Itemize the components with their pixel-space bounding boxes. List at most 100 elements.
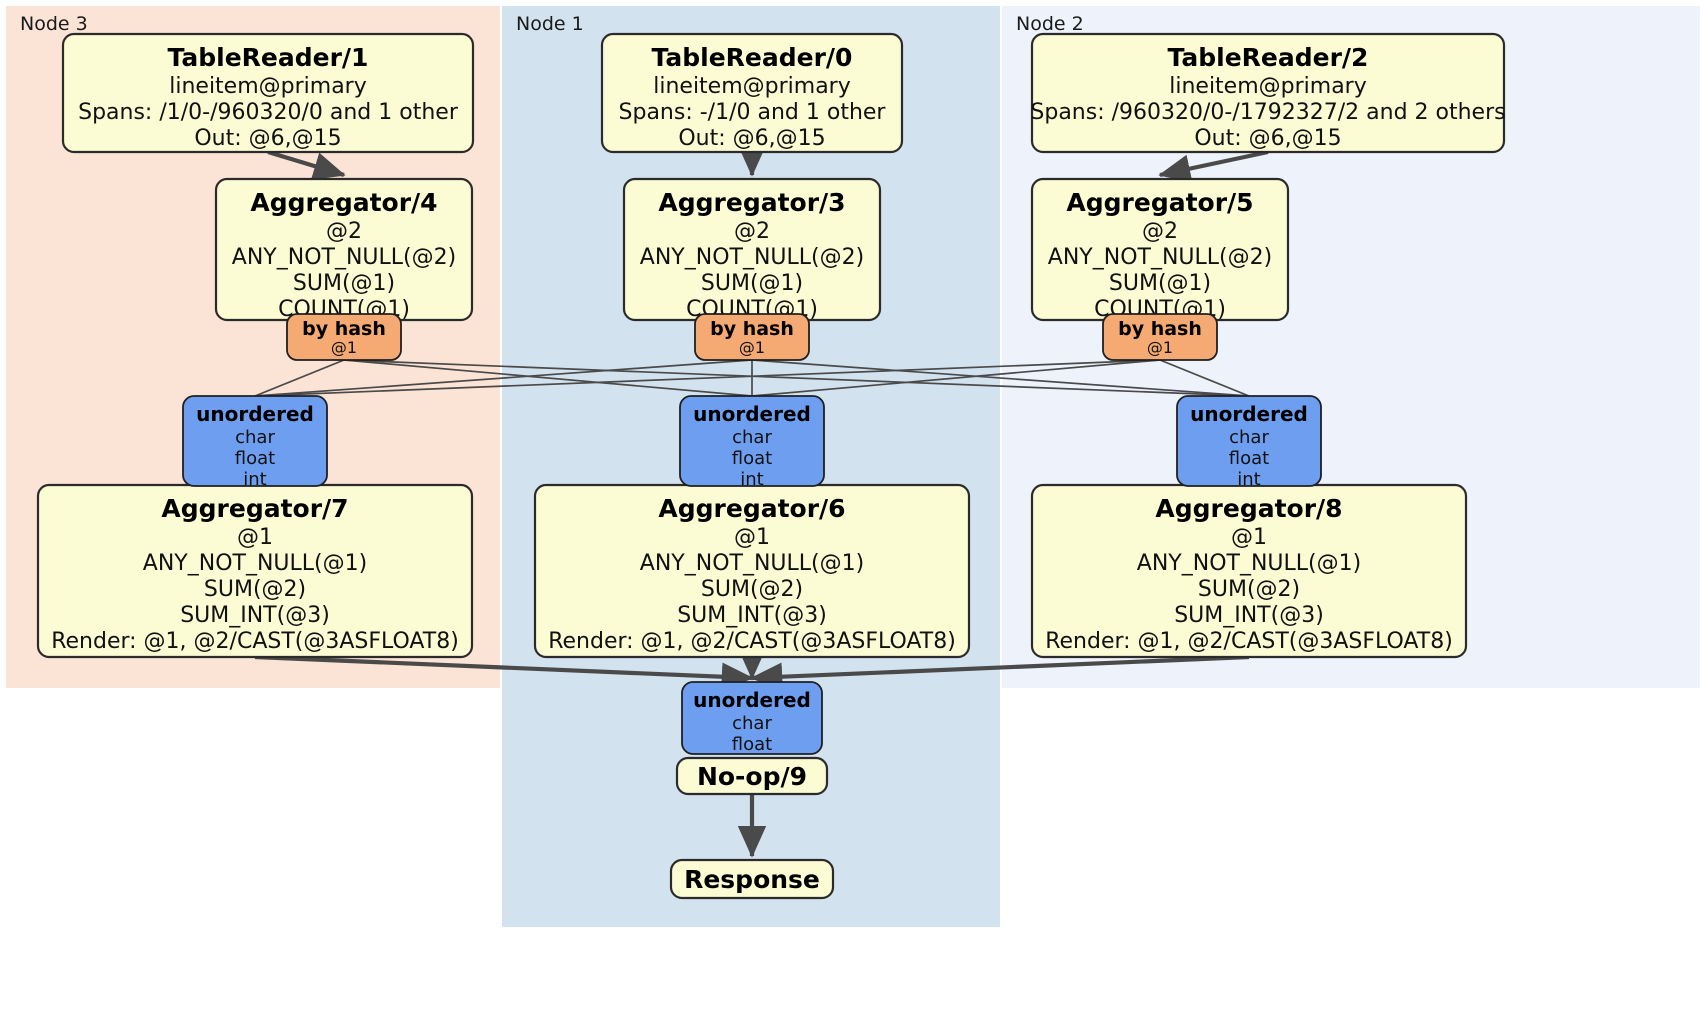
processor-detail-line: Spans: /960320/0-/1792327/2 and 2 others [1030, 100, 1505, 125]
processor-detail-line: SUM_INT(@3) [1174, 603, 1324, 628]
processor-detail-line: ANY_NOT_NULL(@2) [1048, 245, 1272, 270]
processor-detail-line: lineitem@primary [169, 74, 367, 99]
synchronizer-title: unordered [693, 402, 811, 426]
processor-title: No-op/9 [697, 762, 807, 791]
processor-detail-line: ANY_NOT_NULL(@1) [1137, 551, 1361, 576]
synchronizer-title: unordered [693, 688, 811, 712]
processor-detail-line: Out: @6,@15 [678, 126, 825, 151]
processor-detail-line: Out: @6,@15 [194, 126, 341, 151]
edge-r4-to-s8 [343, 359, 1250, 397]
processor-detail-line: SUM(@1) [293, 271, 395, 296]
router-column: @1 [1147, 338, 1173, 357]
router-router-by-hash-4[interactable]: by hash@1 [286, 313, 402, 361]
processor-box[interactable] [669, 858, 835, 900]
processor-detail-line: Spans: -/1/0 and 1 other [619, 100, 887, 125]
router-box[interactable] [286, 313, 402, 361]
processor-title: TableReader/0 [652, 43, 853, 72]
processor-detail-line: @1 [1231, 525, 1267, 550]
processor-aggregator-8[interactable]: Aggregator/8@1ANY_NOT_NULL(@1)SUM(@2)SUM… [1030, 483, 1468, 659]
router-column: @1 [331, 338, 357, 357]
router-router-by-hash-3[interactable]: by hash@1 [694, 313, 810, 361]
processor-box[interactable] [1030, 32, 1506, 154]
router-title: by hash [710, 318, 794, 340]
router-boxes: by hash@1by hash@1by hash@1 [286, 313, 1218, 361]
processor-detail-line: SUM_INT(@3) [677, 603, 827, 628]
processor-detail-line: SUM_INT(@3) [180, 603, 330, 628]
processor-box[interactable] [675, 756, 829, 796]
processor-title: Aggregator/5 [1066, 188, 1253, 217]
processor-box[interactable] [600, 32, 904, 154]
processor-title: Aggregator/6 [658, 494, 845, 523]
synchronizer-type: int [1237, 469, 1260, 490]
processor-detail-line: @2 [1142, 219, 1178, 244]
edge-r5-to-s6 [751, 359, 1161, 397]
router-column: @1 [739, 338, 765, 357]
edge-r4-to-s6 [343, 359, 753, 397]
synchronizer-type: char [732, 713, 772, 734]
synchronizer-title: unordered [196, 402, 314, 426]
processor-title: Aggregator/4 [250, 188, 437, 217]
processor-detail-line: lineitem@primary [1169, 74, 1367, 99]
processor-detail-line: lineitem@primary [653, 74, 851, 99]
processor-box[interactable] [61, 32, 475, 154]
edge-r4-to-s7 [254, 359, 345, 397]
synchronizer-type: float [732, 734, 772, 755]
synchronizer-box[interactable] [182, 395, 328, 487]
processor-detail-line: SUM(@2) [701, 577, 803, 602]
node-panel-label: Node 2 [1016, 13, 1084, 35]
router-box[interactable] [1102, 313, 1218, 361]
processor-detail-line: ANY_NOT_NULL(@2) [640, 245, 864, 270]
edge-r5-to-s7 [254, 359, 1161, 397]
node-panel-label: Node 1 [516, 13, 584, 35]
processor-detail-line: Out: @6,@15 [1194, 126, 1341, 151]
processor-detail-line: SUM(@1) [701, 271, 803, 296]
synchronizer-type: int [243, 469, 266, 490]
processor-detail-line: ANY_NOT_NULL(@2) [232, 245, 456, 270]
edge-agg8-to-s9 [750, 654, 1250, 691]
processor-aggregator-5[interactable]: Aggregator/5@2ANY_NOT_NULL(@2)SUM(@1)COU… [1030, 177, 1290, 322]
processor-detail-line: @1 [237, 525, 273, 550]
edge-r3-to-s7 [254, 359, 753, 397]
edges [254, 144, 1269, 858]
processor-detail-line: @1 [734, 525, 770, 550]
synchronizer-type: float [732, 448, 772, 469]
edge-r5-to-s8 [1159, 359, 1250, 397]
processor-detail-line: Render: @1, @2/CAST(@3ASFLOAT8) [51, 629, 459, 654]
processor-detail-line: @2 [734, 219, 770, 244]
processor-aggregator-6[interactable]: Aggregator/6@1ANY_NOT_NULL(@1)SUM(@2)SUM… [533, 483, 971, 659]
synchronizer-box[interactable] [1176, 395, 1322, 487]
synchronizer-boxes: unorderedcharfloatintunorderedcharfloati… [182, 395, 1322, 755]
node-panel-label: Node 3 [20, 13, 88, 35]
edge-tr1-to-agg4 [267, 149, 346, 180]
synchronizer-title: unordered [1190, 402, 1308, 426]
processor-detail-line: ANY_NOT_NULL(@1) [143, 551, 367, 576]
edge-r3-to-s8 [751, 359, 1250, 397]
processor-title: Aggregator/3 [658, 188, 845, 217]
synchronizer-box[interactable] [681, 681, 823, 755]
router-box[interactable] [694, 313, 810, 361]
synchronizer-box[interactable] [679, 395, 825, 487]
processor-aggregator-3[interactable]: Aggregator/3@2ANY_NOT_NULL(@2)SUM(@1)COU… [622, 177, 882, 322]
processor-detail-line: Render: @1, @2/CAST(@3ASFLOAT8) [548, 629, 956, 654]
processor-title: Aggregator/8 [1155, 494, 1342, 523]
synchronizer-type: float [235, 448, 275, 469]
processor-title: TableReader/1 [168, 43, 369, 72]
processor-detail-line: SUM(@2) [1198, 577, 1300, 602]
processor-no-op-9[interactable]: No-op/9 [675, 756, 829, 796]
processor-detail-line: Spans: /1/0-/960320/0 and 1 other [78, 100, 459, 125]
processor-aggregator-7[interactable]: Aggregator/7@1ANY_NOT_NULL(@1)SUM(@2)SUM… [36, 483, 474, 659]
processor-response[interactable]: Response [669, 858, 835, 900]
edge-tr2-to-agg5 [1158, 149, 1269, 183]
processor-aggregator-4[interactable]: Aggregator/4@2ANY_NOT_NULL(@2)SUM(@1)COU… [214, 177, 474, 322]
router-router-by-hash-5[interactable]: by hash@1 [1102, 313, 1218, 361]
